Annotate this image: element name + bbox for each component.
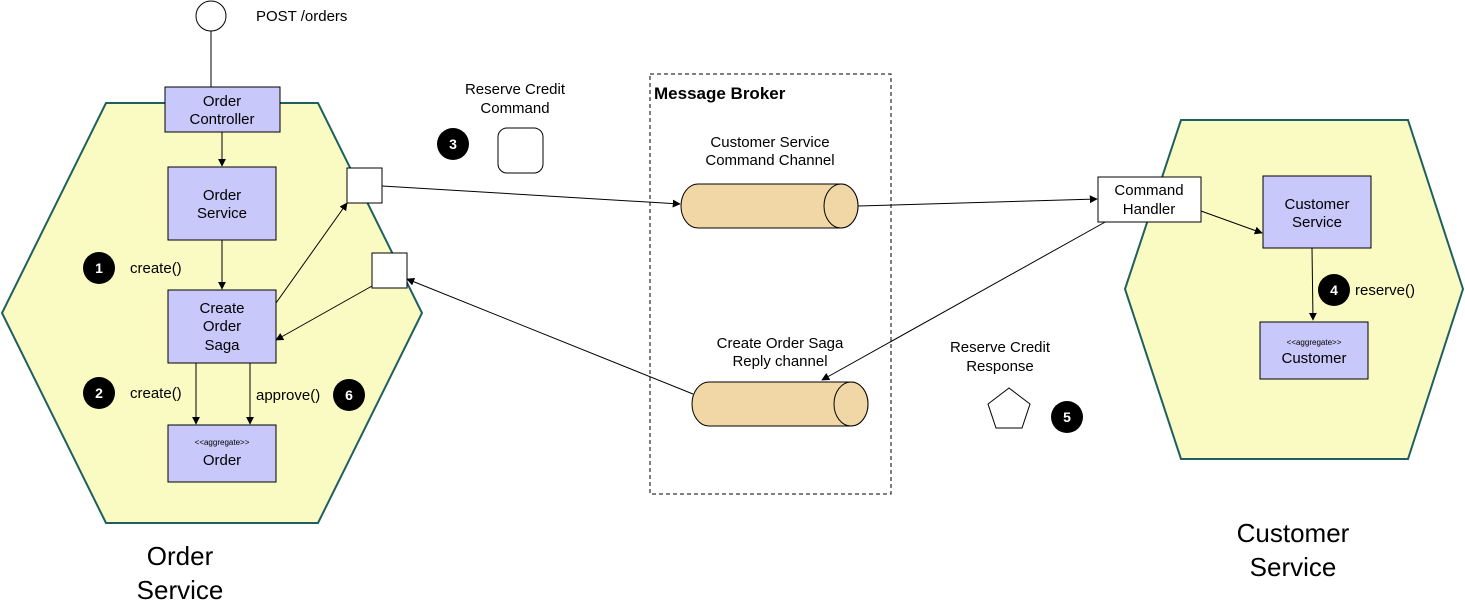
endpoint-icon[interactable]: [195, 0, 227, 32]
order-service-component[interactable]: Order Service: [167, 166, 277, 241]
order-controller-label-2: Controller: [189, 111, 254, 128]
step-3-badge-text: 3: [449, 136, 457, 152]
customer-service-title-2: Service: [1250, 552, 1337, 582]
step-1-badge: [83, 252, 115, 284]
order-service-label-1: Order: [203, 187, 241, 204]
command-message-label-1: Reserve Credit: [465, 81, 566, 98]
command-message-icon: [497, 127, 544, 174]
message-broker-title: Message Broker: [654, 84, 786, 103]
customer-service-hexagon: [1123, 119, 1465, 460]
command-handler[interactable]: Command Handler: [1097, 176, 1202, 223]
step-5-badge-text: 5: [1063, 409, 1071, 425]
message-broker-boundary: [649, 73, 892, 495]
command-handler-label-2: Handler: [1123, 201, 1176, 218]
create-order-saga[interactable]: Create Order Saga: [167, 289, 277, 364]
step-3-badge: [437, 128, 469, 160]
customer-service-label-2: Service: [1292, 214, 1342, 231]
order-controller[interactable]: Order Controller: [164, 86, 281, 133]
command-channel-cylinder[interactable]: [680, 183, 859, 229]
order-service-title-2: Service: [137, 575, 224, 605]
customer-service-component[interactable]: Customer Service: [1262, 175, 1372, 249]
saga-label-2: Order: [203, 318, 241, 335]
customer-aggregate[interactable]: <<aggregate>> Customer: [1259, 321, 1369, 380]
saga-label-1: Create: [199, 300, 244, 317]
step-2-label: create(): [130, 385, 182, 402]
customer-service-title-1: Customer: [1237, 518, 1350, 548]
step-6-label: approve(): [256, 387, 320, 404]
step-4-label: reserve(): [1355, 282, 1415, 299]
order-controller-label-1: Order: [203, 93, 241, 110]
outbound-port[interactable]: [346, 167, 383, 204]
reply-channel-cylinder[interactable]: [691, 381, 869, 427]
reply-channel-label-2: Reply channel: [732, 353, 827, 370]
customer-service-label-1: Customer: [1284, 196, 1349, 213]
step-6-badge-text: 6: [345, 387, 353, 403]
command-channel-label-2: Command Channel: [705, 152, 834, 169]
reply-channel-label-1: Create Order Saga: [717, 335, 844, 352]
response-message-label-2: Response: [966, 358, 1034, 375]
step-2-badge-text: 2: [95, 385, 103, 401]
step-4-badge-text: 4: [1330, 282, 1338, 298]
step-1-badge-text: 1: [95, 260, 103, 276]
order-aggregate-stereotype: <<aggregate>>: [195, 438, 250, 447]
step-5-badge: [1051, 401, 1083, 433]
step-4-badge: [1318, 274, 1350, 306]
step-6-badge: [333, 379, 365, 411]
response-message-label-1: Reserve Credit: [950, 339, 1051, 356]
response-message-icon: [987, 387, 1031, 429]
endpoint-label: POST /orders: [256, 8, 347, 25]
step-2-badge: [83, 377, 115, 409]
order-service-title-1: Order: [147, 541, 214, 571]
order-service-label-2: Service: [197, 205, 247, 222]
customer-aggregate-stereotype: <<aggregate>>: [1287, 338, 1342, 347]
order-aggregate[interactable]: <<aggregate>> Order: [167, 424, 277, 483]
command-channel-label-1: Customer Service: [710, 134, 829, 151]
inbound-port[interactable]: [371, 252, 408, 289]
step-1-label: create(): [130, 260, 182, 277]
saga-label-3: Saga: [204, 337, 240, 354]
command-handler-label-1: Command: [1114, 182, 1183, 199]
customer-aggregate-name: Customer: [1281, 350, 1346, 367]
command-message-label-2: Command: [480, 100, 549, 117]
order-aggregate-name: Order: [203, 452, 241, 469]
